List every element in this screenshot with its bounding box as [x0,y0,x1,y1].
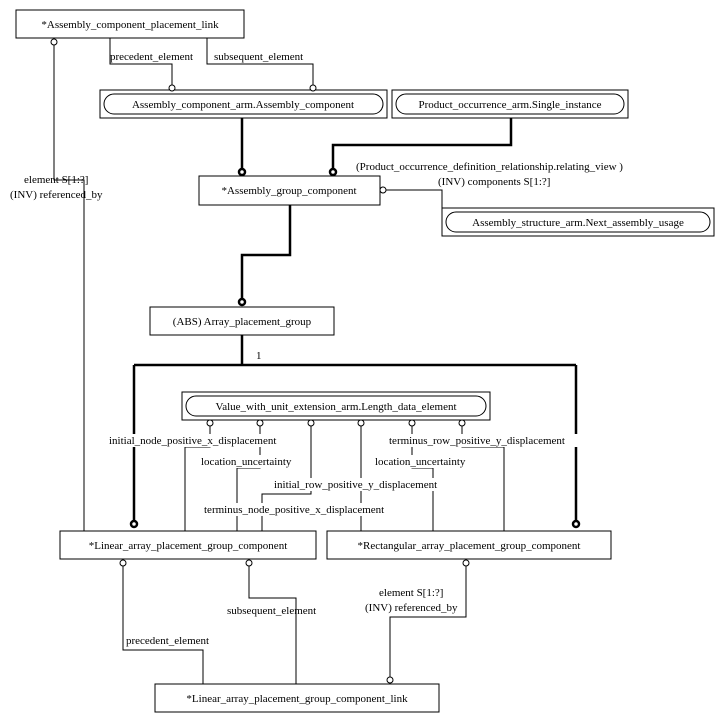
label-precedent-element: precedent_element [126,635,209,647]
entity-linear-array-placement-group-component-link[interactable]: *Linear_array_placement_group_component_… [154,683,440,713]
entity-assembly-component-placement-link[interactable]: *Assembly_component_placement_link [15,9,245,39]
entity-label: *Linear_array_placement_group_component [89,540,288,552]
entity-length-data-element-ref[interactable]: Value_with_unit_extension_arm.Length_dat… [181,391,491,421]
entity-label: *Assembly_group_component [221,185,356,197]
label-inverse-referenced-by: (INV) referenced_by [10,189,103,201]
entity-array-placement-group[interactable]: (ABS) Array_placement_group [149,306,335,336]
label-relating-view: (Product_occurrence_definition_relations… [356,161,623,173]
label-cardinality-one: 1 [256,350,262,362]
label-precedent-element: precedent_element [110,51,193,63]
label-location-uncertainty: location_uncertainty [375,456,466,468]
label-subsequent-element: subsequent_element [227,605,316,617]
entity-linear-array-placement-group-component[interactable]: *Linear_array_placement_group_component [59,530,317,560]
entity-label: Assembly_component_arm.Assembly_componen… [132,99,354,111]
entity-label: *Rectangular_array_placement_group_compo… [358,540,581,552]
entity-assembly-component-ref[interactable]: Assembly_component_arm.Assembly_componen… [99,89,388,119]
entity-label: Assembly_structure_arm.Next_assembly_usa… [472,217,684,229]
label-element-set: element S[1:?] [379,587,443,599]
label-backgrounds [108,434,585,516]
entity-label: (ABS) Array_placement_group [173,316,312,328]
label-inverse-referenced-by: (INV) referenced_by [365,602,458,614]
label-inverse-components: (INV) components S[1:?] [438,176,550,188]
label-location-uncertainty: location_uncertainty [201,456,292,468]
label-terminus-row-positive-y: terminus_row_positive_y_displacement [389,435,565,447]
label-initial-row-positive-y: initial_row_positive_y_displacement [274,479,437,491]
entity-single-instance-ref[interactable]: Product_occurrence_arm.Single_instance [391,89,629,119]
label-subsequent-element: subsequent_element [214,51,303,63]
label-terminus-node-positive-x: terminus_node_positive_x_displacement [204,504,384,516]
entity-rectangular-array-placement-group-component[interactable]: *Rectangular_array_placement_group_compo… [326,530,612,560]
entity-assembly-group-component[interactable]: *Assembly_group_component [198,175,381,206]
entity-label: Value_with_unit_extension_arm.Length_dat… [215,401,456,413]
entity-next-assembly-usage-ref[interactable]: Assembly_structure_arm.Next_assembly_usa… [441,207,715,237]
entity-label: *Linear_array_placement_group_component_… [186,693,408,705]
label-element-set: element S[1:?] [24,174,88,186]
thick-subtype-lines [132,118,578,521]
label-initial-node-positive-x: initial_node_positive_x_displacement [109,435,276,447]
entity-label: Product_occurrence_arm.Single_instance [419,99,602,111]
relationship-end-circles [50,38,581,684]
entity-label: *Assembly_component_placement_link [41,19,219,31]
